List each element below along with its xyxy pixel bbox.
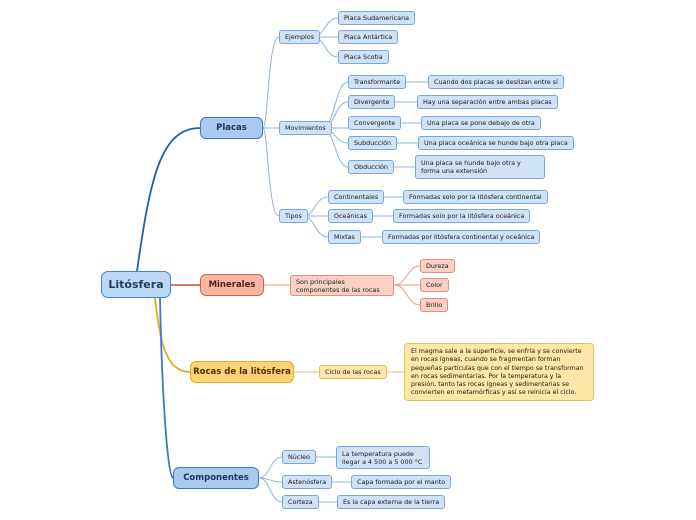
ciclo-rocas-detail[interactable]: El magma sale a la superficie, se enfría… (404, 343, 594, 401)
movimiento-item[interactable]: Divergente (348, 95, 396, 109)
subtopic-ejemplos[interactable]: Ejemplos (279, 30, 321, 44)
componente-item[interactable]: Núcleo (282, 450, 316, 464)
mineral-property[interactable]: Color (420, 278, 449, 292)
ejemplo-item[interactable]: Placa Antártica (338, 30, 399, 44)
movimiento-detail[interactable]: Una placa se pone debajo de otra (421, 116, 541, 130)
topic-componentes[interactable]: Componentes (173, 467, 259, 489)
movimiento-item[interactable]: Subducción (348, 136, 398, 150)
tipo-detail[interactable]: Formadas por litósfera continental y oce… (382, 230, 541, 244)
topic-minerales[interactable]: Minerales (200, 274, 264, 296)
link-placas-ejemplos (262, 36, 280, 129)
central-topic[interactable]: Litósfera (101, 271, 171, 298)
tipo-item[interactable]: Oceánicas (328, 209, 373, 223)
link-root-rocas (154, 297, 191, 373)
minerales-description[interactable]: Son principales componentes de las rocas (290, 275, 394, 296)
ejemplo-item[interactable]: Placa Sudamericana (338, 11, 416, 25)
movimiento-detail[interactable]: Una placa oceánica se hunde bajo otra pl… (418, 136, 574, 150)
subtopic-tipos[interactable]: Tipos (279, 209, 308, 223)
topic-placas[interactable]: Placas (200, 117, 263, 139)
ejemplo-item[interactable]: Placa Scotia (338, 50, 389, 64)
subtopic-movimientos[interactable]: Movimientos (279, 121, 332, 135)
topic-rocas[interactable]: Rocas de la litósfera (190, 361, 294, 383)
link-root-componentes (159, 297, 174, 479)
componente-detail[interactable]: Es la capa externa de la tierra (337, 495, 446, 509)
ciclo-rocas[interactable]: Ciclo de las rocas (319, 365, 387, 379)
movimiento-item[interactable]: Transformante (348, 75, 407, 89)
tipo-detail[interactable]: Formadas solo por la litósfera continent… (403, 190, 548, 204)
movimiento-detail[interactable]: Cuando dos placas se deslizan entre sí (428, 75, 564, 89)
link-root-placas (136, 127, 201, 272)
componente-item[interactable]: Astenósfera (282, 475, 333, 489)
movimiento-item[interactable]: Obducción (348, 160, 394, 174)
componente-detail[interactable]: Capa formada por el manto (351, 475, 452, 489)
mineral-property[interactable]: Brillo (420, 298, 449, 312)
mineral-property[interactable]: Dureza (420, 259, 455, 273)
componente-detail[interactable]: La temperatura puede llegar a 4 500 a 5 … (336, 446, 430, 469)
movimiento-detail[interactable]: Hay una separación entre ambas placas (417, 95, 558, 109)
tipo-item[interactable]: Continentales (328, 190, 385, 204)
componente-item[interactable]: Corteza (282, 495, 319, 509)
movimiento-detail[interactable]: Una placa se hunde bajo otra y forma una… (415, 155, 545, 179)
movimiento-item[interactable]: Convergente (348, 116, 402, 130)
tipo-detail[interactable]: Formadas solo por la litósfera oceánica (393, 209, 531, 223)
link-placas-tipos (262, 127, 280, 217)
tipo-item[interactable]: Mixtas (328, 230, 361, 244)
